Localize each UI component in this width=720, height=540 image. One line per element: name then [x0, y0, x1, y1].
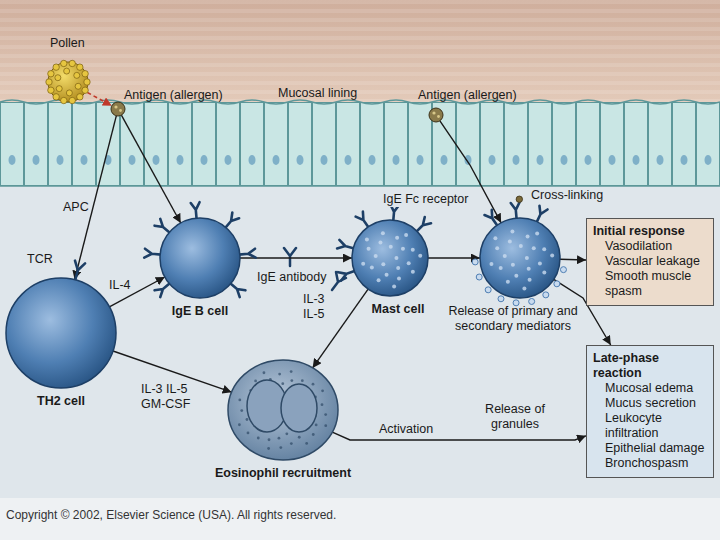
cell-label: Antigen (allergen)	[418, 88, 517, 103]
arrow-connector	[75, 116, 117, 280]
receptor-label: TCR	[26, 252, 54, 267]
arrow-connector	[560, 259, 586, 261]
arrow-connector	[332, 432, 586, 440]
eosinophil-cell: Eosinophil recruitment	[228, 360, 338, 460]
cell-label: Antigen (allergen)	[124, 88, 223, 103]
receptor-label: IgE Fc receptor	[382, 192, 469, 207]
edge-label: Activation	[378, 422, 434, 437]
box-body: Mucosal edema Mucus secretion Leukocyte …	[593, 381, 707, 471]
edge-label: Cross-linking	[530, 188, 604, 203]
pollen-drawing	[26, 40, 110, 124]
edge-label: IL-4	[108, 278, 132, 293]
eos-drawing	[208, 340, 358, 480]
edge-label: IgE antibody	[256, 270, 328, 285]
activated-mast-cell: Release of primary and secondary mediato…	[480, 218, 560, 298]
arrow-connector	[121, 115, 180, 223]
th2-cell: TH2 cell	[6, 278, 116, 388]
box-heading: Late-phase reaction	[593, 351, 707, 381]
response-box: Initial responseVasodilation Vascular le…	[586, 218, 714, 306]
mast-cell: Mast cell	[352, 220, 428, 296]
cell-label: Release of primary and secondary mediato…	[448, 304, 578, 334]
antigen-particle: Antigen (allergen)	[111, 102, 125, 116]
process-label: Release of granules	[478, 402, 552, 432]
antigen-particle: Antigen (allergen)	[429, 108, 443, 122]
arrow-connector	[428, 257, 480, 258]
region-label: Mucosal lining	[278, 86, 357, 101]
cell-label: IgE B cell	[172, 304, 228, 319]
copyright-note: Copyright © 2002, Elsevier Science (USA)…	[6, 508, 336, 523]
dashed-arrow	[87, 93, 111, 106]
pollen-grain: Pollen	[46, 60, 90, 104]
active-drawing	[460, 198, 580, 318]
box-heading: Initial response	[593, 224, 707, 239]
edge-label: APC	[62, 200, 90, 215]
mast-drawing	[332, 200, 448, 316]
cell-label: Eosinophil recruitment	[215, 466, 351, 481]
bcell-drawing	[140, 198, 260, 318]
b-cell: IgE B cell	[160, 218, 240, 298]
cell-label: TH2 cell	[37, 394, 85, 409]
cell-label: Mast cell	[372, 302, 425, 317]
cell-label: Pollen	[50, 36, 85, 51]
arrow-connector	[440, 121, 501, 223]
edge-label: IL-3 IL-5	[302, 292, 338, 322]
response-box: Late-phase reactionMucosal edema Mucus s…	[586, 345, 714, 478]
box-body: Vasodilation Vascular leakage Smooth mus…	[593, 239, 707, 299]
edge-label: IL-3 IL-5 GM-CSF	[140, 382, 192, 412]
